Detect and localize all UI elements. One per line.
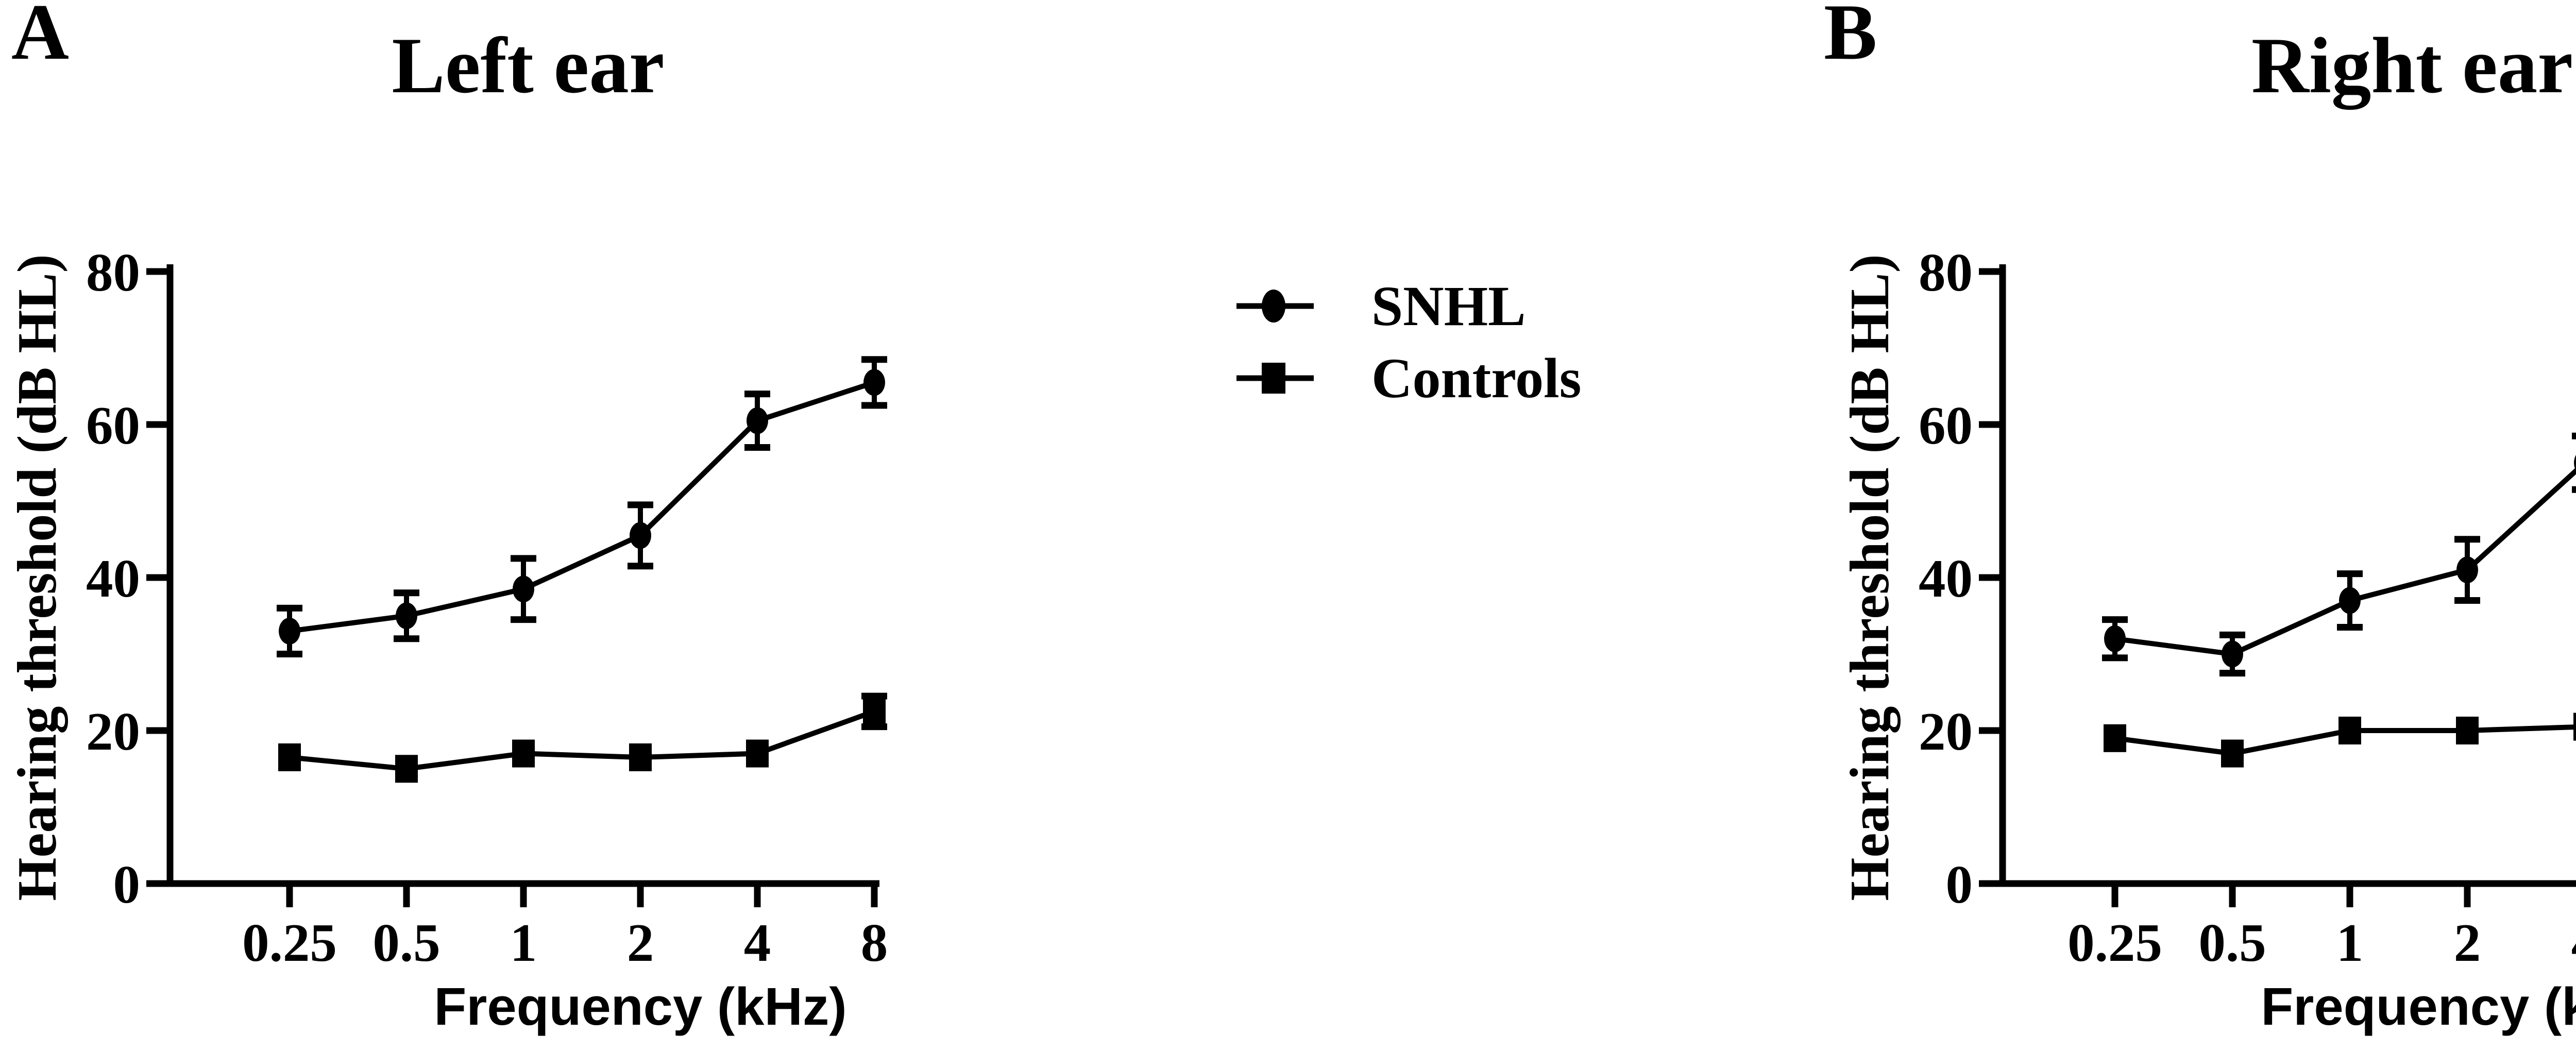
svg-text:Hearing threshold (dB HL): Hearing threshold (dB HL) <box>7 254 68 901</box>
legend-label-snhl: SNHL <box>1371 275 1526 337</box>
svg-text:0.25: 0.25 <box>2067 912 2162 973</box>
legend-item-snhl: SNHL <box>1236 270 1581 342</box>
svg-text:60: 60 <box>1919 395 1973 455</box>
svg-text:2: 2 <box>627 912 654 973</box>
controls-square-marker-icon <box>1236 363 1314 394</box>
panel-title-right-ear: Right ear <box>2251 21 2573 110</box>
svg-text:Frequency (kHz): Frequency (kHz) <box>434 977 846 1036</box>
panel-title-left-ear: Left ear <box>392 21 665 110</box>
legend-item-controls: Controls <box>1236 342 1581 414</box>
left-ear-line-chart: 0 20 40 60 80 0.25 0.5 1 2 4 8 Hearing threshold (d… <box>7 242 888 1036</box>
svg-text:1: 1 <box>510 912 537 973</box>
svg-text:Frequency (kHz): Frequency (kHz) <box>2261 977 2576 1036</box>
panel-letter-a: A <box>11 0 69 76</box>
svg-text:0: 0 <box>1946 854 1973 914</box>
svg-text:80: 80 <box>1919 242 1973 302</box>
svg-text:8: 8 <box>861 912 888 973</box>
svg-text:80: 80 <box>86 242 140 302</box>
svg-text:0.25: 0.25 <box>242 912 337 973</box>
svg-text:4: 4 <box>744 912 771 973</box>
svg-text:0.5: 0.5 <box>2198 912 2266 973</box>
svg-text:0: 0 <box>113 854 141 914</box>
svg-text:60: 60 <box>86 395 140 455</box>
svg-text:20: 20 <box>86 701 140 761</box>
svg-text:0.5: 0.5 <box>372 912 440 973</box>
panel-letter-b: B <box>1824 0 1877 76</box>
snhl-circle-marker-icon <box>1236 290 1314 323</box>
legend-label-controls: Controls <box>1371 347 1582 410</box>
svg-text:1: 1 <box>2336 912 2364 973</box>
legend: SNHL Controls <box>1236 270 1581 414</box>
svg-text:40: 40 <box>1919 548 1973 608</box>
svg-text:4: 4 <box>2571 912 2576 973</box>
svg-text:Hearing threshold (dB HL): Hearing threshold (dB HL) <box>1839 254 1901 901</box>
svg-text:2: 2 <box>2454 912 2481 973</box>
svg-text:20: 20 <box>1919 701 1973 761</box>
svg-text:40: 40 <box>86 548 140 608</box>
